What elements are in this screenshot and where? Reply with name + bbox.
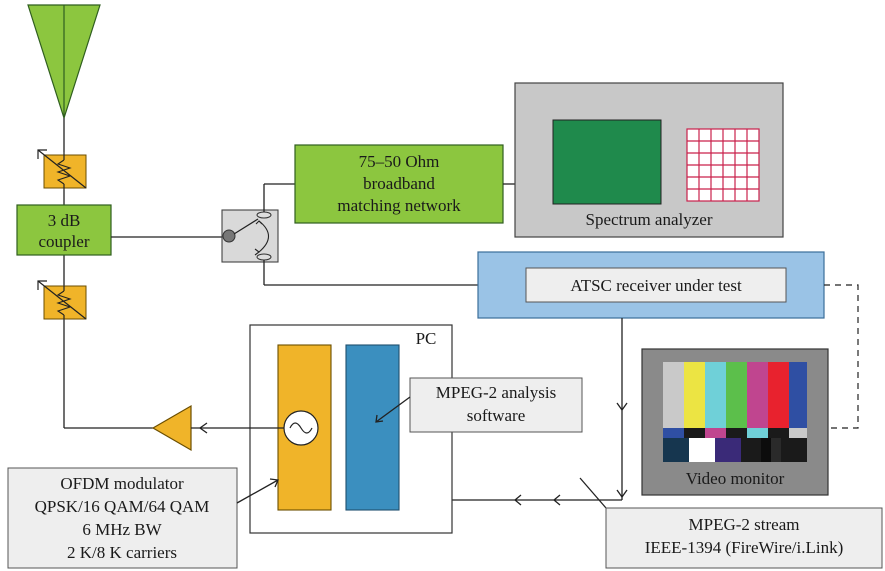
ofdm-line3: 6 MHz BW	[82, 520, 162, 539]
mpeg-stream-line1: MPEG-2 stream	[689, 515, 800, 534]
oscillator-icon	[283, 410, 319, 446]
spectrum-analyzer: Spectrum analyzer	[514, 82, 784, 238]
color-bars-icon	[663, 362, 807, 462]
atsc-receiver: ATSC receiver under test	[477, 251, 825, 319]
coupler-label-line2: coupler	[39, 232, 90, 251]
matching-network-line3: matching network	[337, 196, 461, 215]
mpeg-software-line1: MPEG-2 analysis	[436, 383, 556, 402]
antenna-icon	[27, 4, 101, 120]
amplifier-icon	[151, 404, 192, 452]
attenuator-icon	[37, 149, 87, 190]
video-monitor-label: Video monitor	[686, 469, 785, 488]
spectrum-analyzer-label: Spectrum analyzer	[586, 210, 713, 229]
ofdm-line4: 2 K/8 K carriers	[67, 543, 177, 562]
pc-label: PC	[416, 329, 437, 348]
ofdm-modulator-label: OFDM modulator QPSK/16 QAM/64 QAM 6 MHz …	[7, 467, 238, 569]
analyzer-grid-icon	[686, 128, 760, 202]
matching-network-line2: broadband	[363, 174, 435, 193]
attenuator-icon	[37, 280, 87, 320]
mpeg-stream-line2: IEEE-1394 (FireWire/i.Link)	[645, 538, 844, 557]
mpeg-stream-label: MPEG-2 stream IEEE-1394 (FireWire/i.Link…	[605, 507, 883, 569]
matching-network-block: 75–50 Ohm broadband matching network	[294, 144, 504, 224]
mpeg-software-line2: software	[467, 406, 526, 425]
coupler-label-line1: 3 dB	[48, 211, 81, 230]
switch-icon	[221, 209, 279, 263]
ofdm-line1: OFDM modulator	[60, 474, 184, 493]
atsc-receiver-label: ATSC receiver under test	[570, 276, 742, 295]
matching-network-line1: 75–50 Ohm	[359, 152, 440, 171]
coupler-block: 3 dB coupler	[16, 204, 112, 256]
ofdm-line2: QPSK/16 QAM/64 QAM	[35, 497, 210, 516]
mpeg-software-label: MPEG-2 analysis software	[409, 377, 583, 433]
video-monitor: Video monitor	[641, 348, 829, 496]
